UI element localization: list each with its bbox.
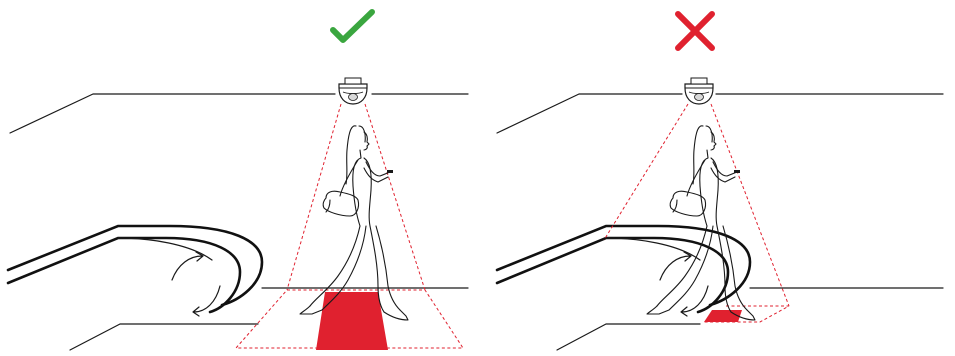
dome-camera	[339, 78, 367, 104]
field-of-view	[287, 104, 425, 290]
panel-incorrect	[497, 14, 943, 350]
escalator	[8, 226, 262, 316]
check-icon	[333, 12, 372, 40]
detection-zone	[316, 292, 388, 350]
ceiling-line	[10, 94, 468, 133]
cross-icon	[678, 14, 712, 48]
floor-line-lower	[557, 324, 700, 350]
dome-camera	[685, 78, 713, 104]
escalator	[497, 226, 750, 316]
panel-correct	[8, 12, 468, 350]
person-walking	[647, 126, 755, 320]
person-walking	[300, 126, 408, 320]
floor-line-lower	[70, 324, 258, 350]
detection-zone	[704, 310, 742, 322]
